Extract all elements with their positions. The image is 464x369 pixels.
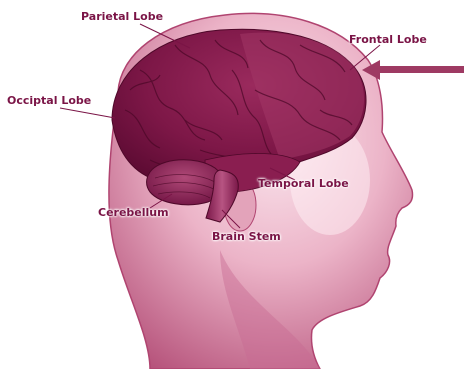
leader-occipital (60, 108, 115, 118)
label-temporal-lobe: Temporal Lobe (258, 177, 349, 190)
label-parietal-lobe: Parietal Lobe (81, 10, 163, 23)
label-occipital-lobe: Occiptal Lobe (7, 94, 91, 107)
label-cerebellum: Cerebellum (98, 206, 169, 219)
label-frontal-lobe: Frontal Lobe (349, 33, 427, 46)
arrow-left-icon (362, 60, 464, 80)
label-brain-stem: Brain Stem (212, 230, 281, 243)
